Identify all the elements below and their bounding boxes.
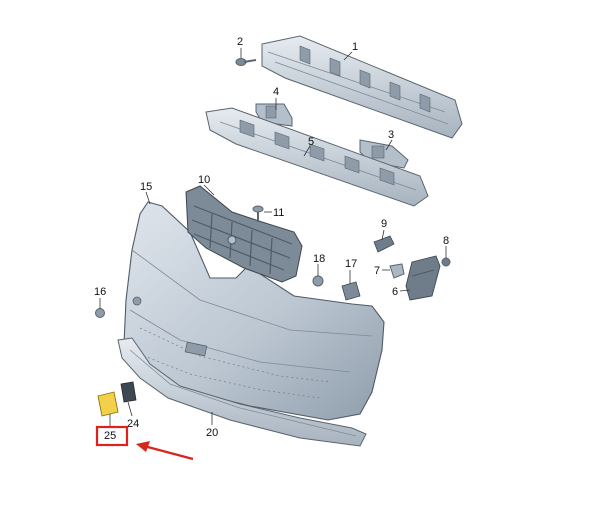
grille-part-10 bbox=[185, 185, 303, 283]
bolt-part-8 bbox=[441, 257, 451, 267]
callout-2: 2 bbox=[237, 36, 243, 48]
callout-8: 8 bbox=[443, 235, 449, 247]
callout-15: 15 bbox=[140, 181, 152, 193]
callout-5: 5 bbox=[308, 136, 314, 148]
bolt-part-2 bbox=[235, 58, 257, 66]
callout-4: 4 bbox=[273, 86, 279, 98]
leader-lines bbox=[99, 48, 447, 428]
callout-3: 3 bbox=[388, 129, 394, 141]
callout-18: 18 bbox=[313, 253, 325, 265]
red-arrow-icon bbox=[136, 441, 194, 461]
side-bracket-part-6 bbox=[405, 255, 441, 301]
highlighted-part-25 bbox=[97, 391, 119, 417]
callout-25: 25 bbox=[104, 430, 116, 442]
callout-16: 16 bbox=[94, 286, 106, 298]
callout-10: 10 bbox=[198, 174, 210, 186]
callout-1: 1 bbox=[352, 41, 358, 53]
spoiler-part-20 bbox=[117, 337, 367, 447]
sensor-holder-part-17 bbox=[341, 281, 361, 301]
callout-labels: 1 2 3 4 5 6 7 8 9 10 11 15 16 17 18 20 2… bbox=[94, 36, 449, 442]
clip-part-7 bbox=[389, 263, 405, 279]
callout-6: 6 bbox=[392, 286, 398, 298]
bracket-part-9 bbox=[373, 235, 395, 253]
impact-bar-part-1 bbox=[261, 35, 463, 139]
screw-part-11 bbox=[252, 205, 264, 222]
cap-part-18 bbox=[312, 275, 324, 287]
callout-7: 7 bbox=[374, 265, 380, 277]
plug-part-16 bbox=[95, 308, 105, 318]
bumper-cover-part-15 bbox=[123, 201, 385, 421]
cover-part-24 bbox=[120, 381, 137, 403]
callout-17: 17 bbox=[345, 258, 357, 270]
callout-9: 9 bbox=[381, 218, 387, 230]
callout-20: 20 bbox=[206, 427, 218, 439]
callout-25-highlight-box bbox=[95, 425, 129, 447]
energy-absorber-part-5 bbox=[205, 107, 429, 207]
callout-11: 11 bbox=[273, 207, 284, 219]
callout-24: 24 bbox=[127, 418, 139, 430]
